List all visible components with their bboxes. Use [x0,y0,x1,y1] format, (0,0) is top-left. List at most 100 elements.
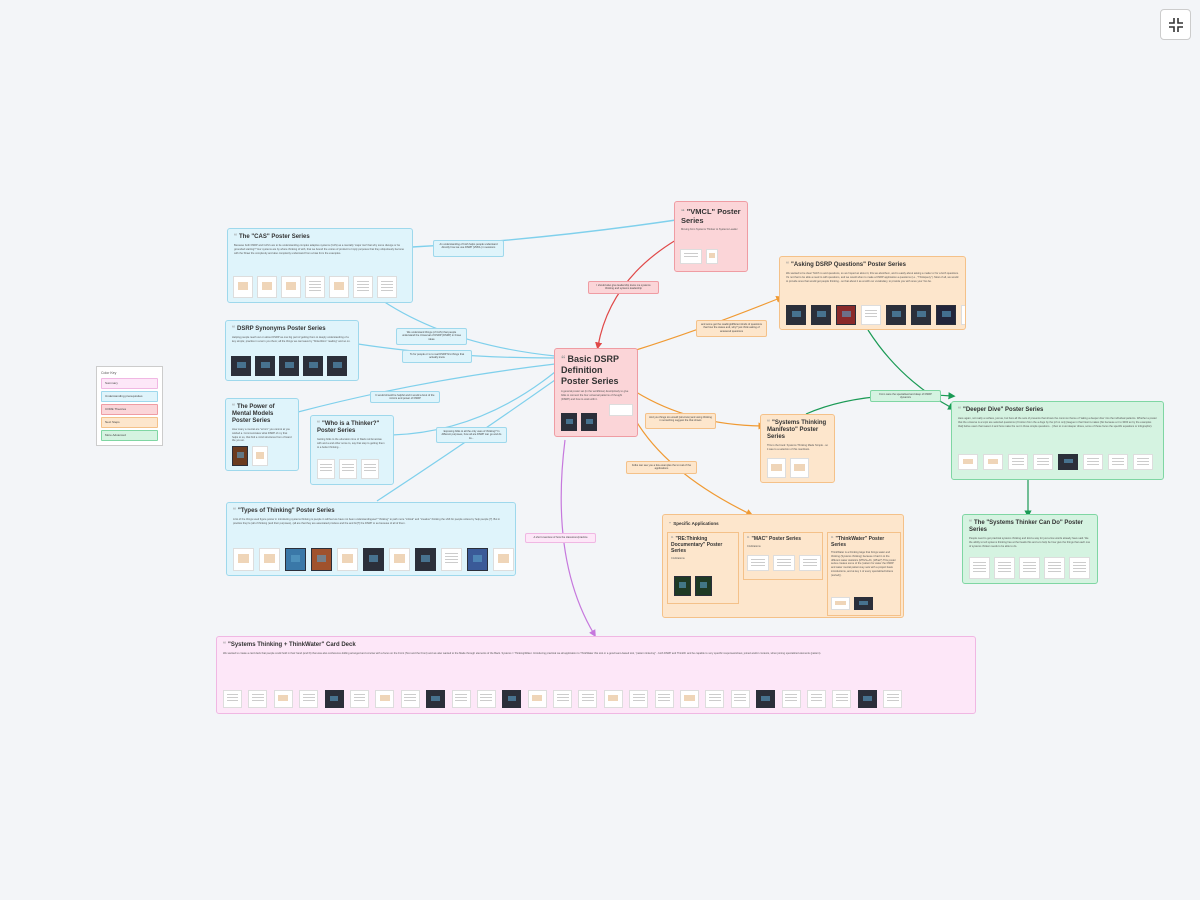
poster-thumb[interactable] [994,557,1015,579]
types-node[interactable]: “"Types of Thinking" Poster Series A lot… [226,502,516,576]
poster-thumb[interactable] [441,548,462,571]
poster-thumb[interactable] [1133,454,1153,470]
poster-thumb[interactable] [311,548,332,571]
card-thumb[interactable] [680,690,699,708]
card-thumb[interactable] [426,690,445,708]
cas-node[interactable]: “The "CAS" Poster Series Because both DS… [227,228,413,303]
card-thumb[interactable] [299,690,318,708]
card-thumb[interactable] [731,690,750,708]
collapse-button[interactable] [1160,9,1191,40]
poster-thumb[interactable] [353,276,373,298]
poster-thumb[interactable] [389,548,410,571]
poster-thumb[interactable] [747,555,769,571]
poster-thumb[interactable] [285,548,306,571]
asking-node[interactable]: “"Asking DSRP Questions" Poster Series W… [779,256,966,330]
poster-thumb[interactable] [337,548,358,571]
poster-thumb[interactable] [936,305,956,325]
rethinking-node[interactable]: “"RE:Thinking Documentary" Poster Series… [667,532,739,604]
card-thumb[interactable] [858,690,877,708]
poster-thumb[interactable] [799,555,821,571]
poster-thumb[interactable] [281,276,301,298]
poster-thumb[interactable] [706,249,718,264]
poster-thumb[interactable] [233,548,254,571]
mental-models-node[interactable]: “The Power of Mental Models Poster Serie… [225,398,299,471]
card-thumb[interactable] [350,690,369,708]
poster-thumb[interactable] [233,276,253,298]
poster-thumb[interactable] [231,356,251,376]
poster-thumb[interactable] [911,305,931,325]
poster-thumb[interactable] [467,548,488,571]
poster-thumb[interactable] [1008,454,1028,470]
poster-thumb[interactable] [303,356,323,376]
poster-thumb[interactable] [831,597,850,610]
card-thumb[interactable] [477,690,496,708]
poster-thumb[interactable] [329,276,349,298]
card-thumb[interactable] [807,690,826,708]
card-thumb[interactable] [375,690,394,708]
poster-thumb[interactable] [363,548,384,571]
poster-thumb[interactable] [790,458,809,478]
poster-thumb[interactable] [415,548,436,571]
card-thumb[interactable] [553,690,572,708]
specific-node[interactable]: “Specific Applications “"RE:Thinking Doc… [662,514,904,618]
poster-thumb[interactable] [259,548,280,571]
deeper-node[interactable]: “"Deeper Dive" Poster Series Here again,… [951,401,1164,480]
poster-thumb[interactable] [339,459,357,479]
poster-thumb[interactable] [561,413,577,431]
poster-thumb[interactable] [232,446,248,466]
mac-node[interactable]: “"MAC" Poster Series Civilizations [743,532,823,580]
card-thumb[interactable] [756,690,775,708]
deck-node[interactable]: “"Systems Thinking + ThinkWater" Card De… [216,636,976,714]
card-thumb[interactable] [883,690,902,708]
poster-thumb[interactable] [854,597,873,610]
poster-thumb[interactable] [327,356,347,376]
poster-thumb[interactable] [773,555,795,571]
manifesto-node[interactable]: “"Systems Thinking Manifesto" Poster Ser… [760,414,835,483]
card-thumb[interactable] [705,690,724,708]
poster-thumb[interactable] [609,404,633,416]
card-thumb[interactable] [452,690,471,708]
synonyms-node[interactable]: “DSRP Synonyms Poster Series Helping peo… [225,320,359,381]
poster-thumb[interactable] [377,276,397,298]
card-thumb[interactable] [604,690,623,708]
thinkwater-node[interactable]: “"ThinkWater" Poster Series ThinkWater i… [827,532,901,616]
poster-thumb[interactable] [1108,454,1128,470]
poster-thumb[interactable] [983,454,1003,470]
poster-thumb[interactable] [317,459,335,479]
poster-thumb[interactable] [257,276,277,298]
poster-thumb[interactable] [958,454,978,470]
poster-thumb[interactable] [767,458,786,478]
central-node[interactable]: “Basic DSRP Definition Poster Series A g… [554,348,638,437]
poster-thumb[interactable] [581,413,597,431]
card-thumb[interactable] [629,690,648,708]
poster-thumb[interactable] [361,459,379,479]
poster-thumb[interactable] [1069,557,1090,579]
poster-thumb[interactable] [493,548,514,571]
poster-thumb[interactable] [811,305,831,325]
card-thumb[interactable] [528,690,547,708]
card-thumb[interactable] [325,690,344,708]
poster-thumb[interactable] [674,576,691,596]
can-do-node[interactable]: “The "Systems Thinker Can Do" Poster Ser… [962,514,1098,584]
card-thumb[interactable] [578,690,597,708]
poster-thumb[interactable] [1058,454,1078,470]
card-thumb[interactable] [274,690,293,708]
card-thumb[interactable] [832,690,851,708]
poster-thumb[interactable] [1083,454,1103,470]
poster-thumb[interactable] [305,276,325,298]
poster-thumb[interactable] [886,305,906,325]
poster-thumb[interactable] [861,305,881,325]
card-thumb[interactable] [502,690,521,708]
card-thumb[interactable] [782,690,801,708]
poster-thumb[interactable] [1019,557,1040,579]
poster-thumb[interactable] [695,576,712,596]
poster-thumb[interactable] [252,446,268,466]
poster-thumb[interactable] [680,249,702,264]
poster-thumb[interactable] [1033,454,1053,470]
poster-thumb[interactable] [279,356,299,376]
poster-thumb[interactable] [961,305,966,325]
card-thumb[interactable] [655,690,674,708]
poster-thumb[interactable] [786,305,806,325]
card-thumb[interactable] [401,690,420,708]
